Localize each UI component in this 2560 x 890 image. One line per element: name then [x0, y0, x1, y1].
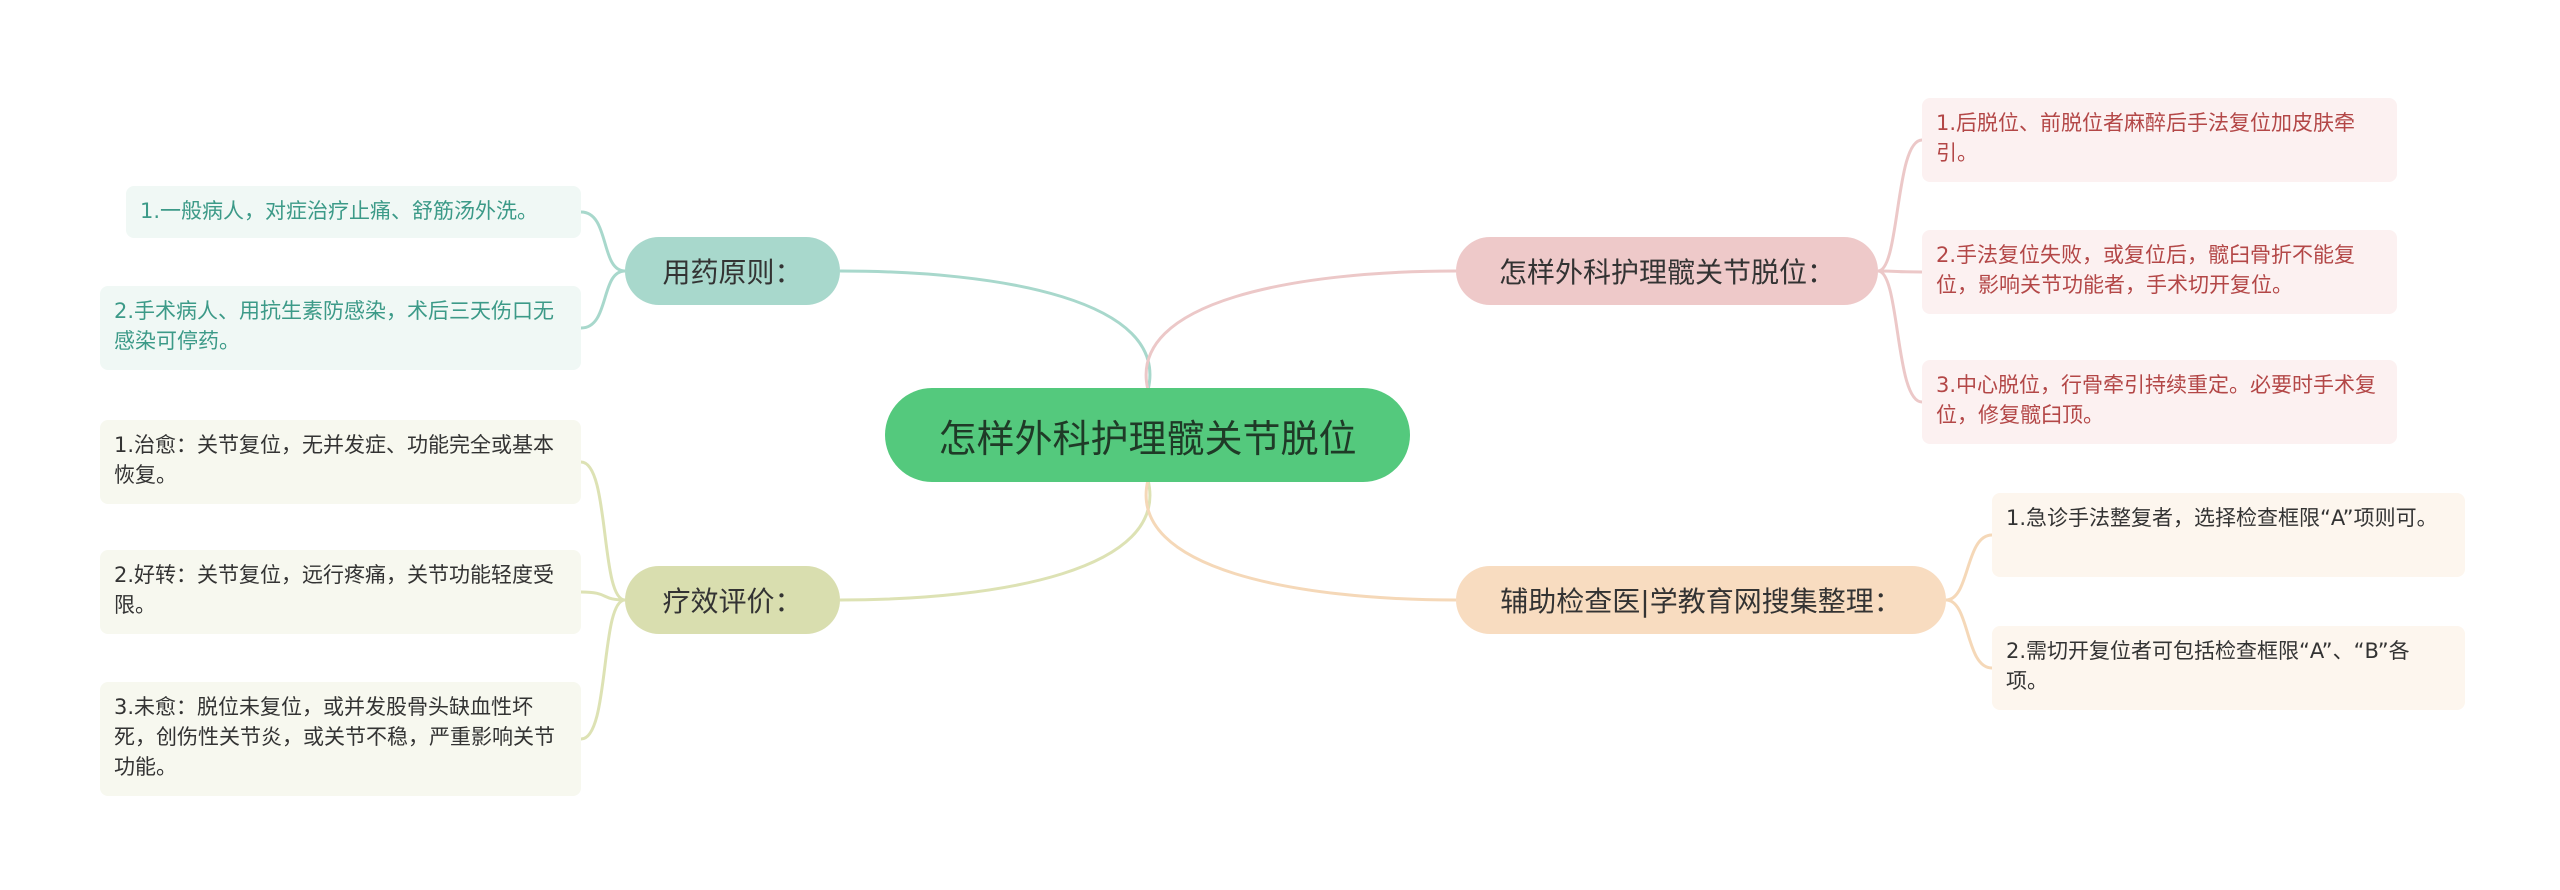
link-root-care — [1144, 269, 1457, 391]
leaf-drug-1[interactable]: 1.一般病人，对症治疗止痛、舒筋汤外洗。 — [126, 186, 581, 238]
link-drug-leaf-1 — [580, 210, 626, 273]
root-topic[interactable]: 怎样外科护理髋关节脱位 — [885, 388, 1410, 482]
branch-auxiliary-exam[interactable]: 辅助检查医|学教育网搜集整理： — [1456, 566, 1946, 634]
branch-efficacy-evaluation[interactable]: 疗效评价： — [625, 566, 840, 634]
leaf-eval-2[interactable]: 2.好转：关节复位，远行疼痛，关节功能轻度受限。 — [100, 550, 581, 634]
leaf-care-1[interactable]: 1.后脱位、前脱位者麻醉后手法复位加皮肤牵引。 — [1922, 98, 2397, 182]
link-drug-leaf-2 — [580, 269, 626, 330]
link-root-eval — [839, 479, 1152, 602]
link-eval-leaf-3 — [580, 598, 626, 741]
link-aux-leaf-1 — [1945, 533, 1993, 602]
link-eval-leaf-2 — [580, 590, 626, 602]
link-care-leaf-2 — [1877, 269, 1923, 274]
link-aux-leaf-2 — [1945, 598, 1993, 670]
leaf-care-2[interactable]: 2.手法复位失败，或复位后，髋臼骨折不能复位，影响关节功能者，手术切开复位。 — [1922, 230, 2397, 314]
branch-drug-principles[interactable]: 用药原则： — [625, 237, 840, 305]
leaf-aux-2[interactable]: 2.需切开复位者可包括检查框限“A”、“B”各项。 — [1992, 626, 2465, 710]
link-root-drug — [839, 269, 1152, 391]
leaf-care-3[interactable]: 3.中心脱位，行骨牵引持续重定。必要时手术复位，修复髋臼顶。 — [1922, 360, 2397, 444]
leaf-eval-3[interactable]: 3.未愈：脱位未复位，或并发股骨头缺血性坏死，创伤性关节炎，或关节不稳，严重影响… — [100, 682, 581, 796]
link-eval-leaf-1 — [580, 460, 626, 602]
link-care-leaf-1 — [1877, 138, 1923, 273]
link-root-aux — [1144, 479, 1457, 602]
branch-surgical-care[interactable]: 怎样外科护理髋关节脱位： — [1456, 237, 1878, 305]
leaf-aux-1[interactable]: 1.急诊手法整复者，选择检查框限“A”项则可。 — [1992, 493, 2465, 577]
leaf-eval-1[interactable]: 1.治愈：关节复位，无并发症、功能完全或基本恢复。 — [100, 420, 581, 504]
link-care-leaf-3 — [1877, 269, 1923, 404]
leaf-drug-2[interactable]: 2.手术病人、用抗生素防感染，术后三天伤口无感染可停药。 — [100, 286, 581, 370]
